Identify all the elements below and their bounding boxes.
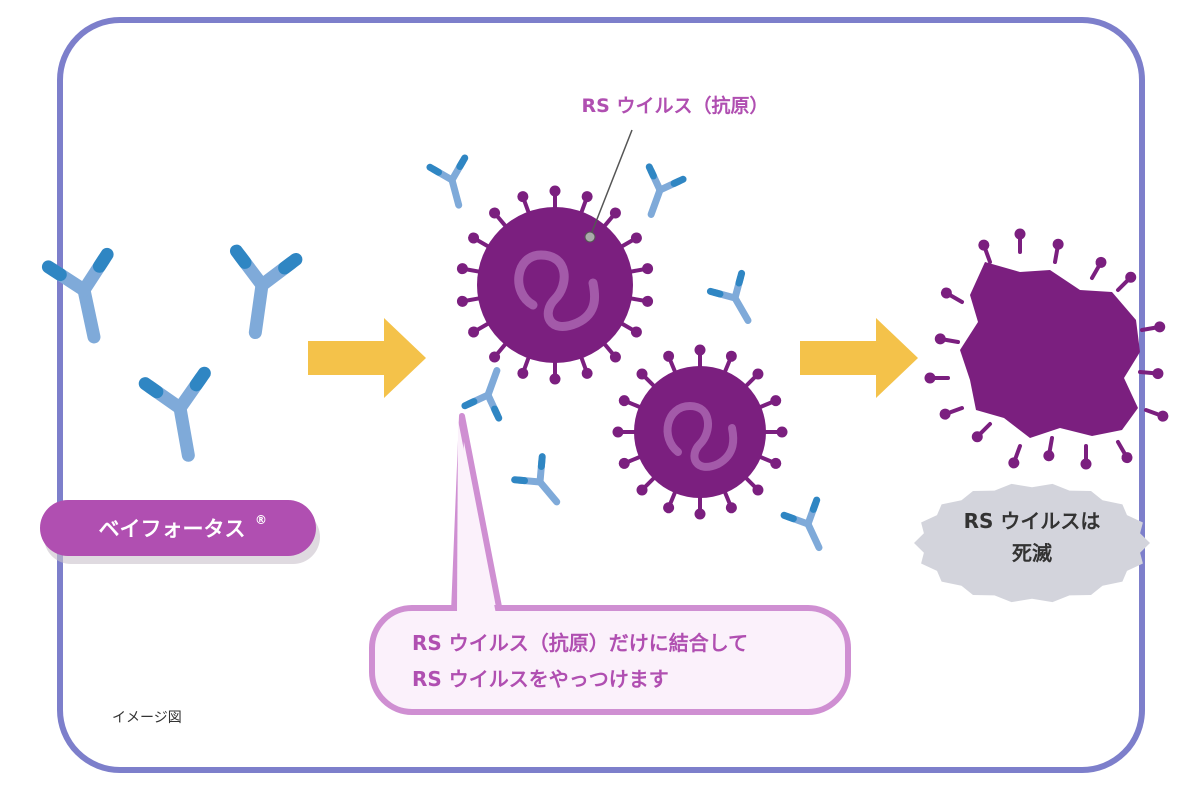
antigen-pointer-line (589, 129, 633, 238)
image-note: イメージ図 (112, 710, 182, 726)
callout-line2: RS ウイルスをやっつけます (412, 667, 669, 691)
virus-icon (610, 342, 790, 522)
virus-antigen-label: RS ウイルス（抗原） (582, 94, 769, 117)
result-line2: 死滅 (1012, 541, 1052, 565)
drug-label: ベイフォータス (99, 517, 246, 541)
destroyed-virus-icon (922, 226, 1172, 472)
callout-bubble: RS ウイルス（抗原）だけに結合して RS ウイルスをやっつけます (369, 413, 851, 715)
antigen-pointer-dot (584, 231, 596, 243)
result-burst: RS ウイルスは 死滅 (914, 483, 1150, 603)
diagram-frame (57, 17, 1145, 773)
callout-line1: RS ウイルス（抗原）だけに結合して (412, 631, 748, 655)
result-line1: RS ウイルスは (964, 509, 1101, 533)
virus-spike (1142, 402, 1172, 426)
registered-mark: ® (255, 513, 267, 527)
virus-icon (454, 183, 656, 387)
drug-name-badge: ベイフォータス ® (40, 500, 320, 564)
